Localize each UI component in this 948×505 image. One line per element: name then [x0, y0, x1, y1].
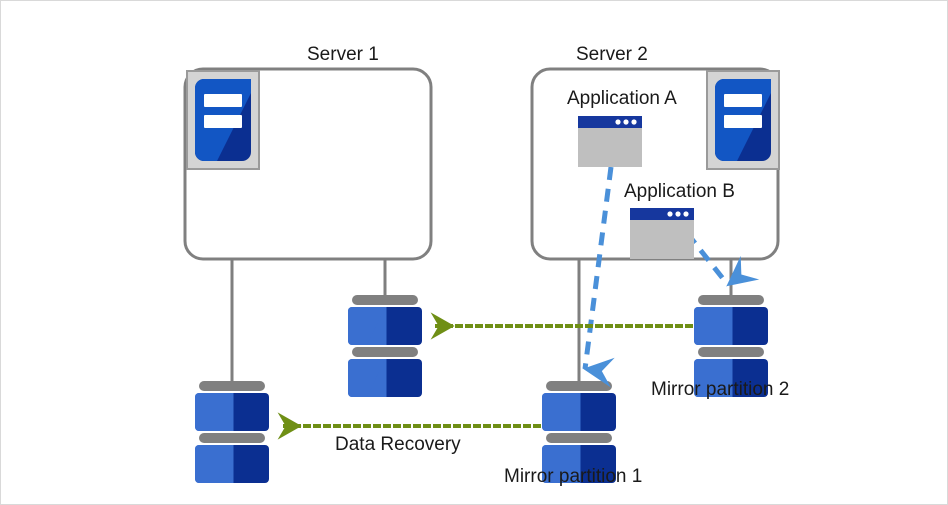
data-recovery-label: Data Recovery	[335, 434, 461, 455]
application-a-label: Application A	[567, 88, 677, 109]
disk-server1-upper	[348, 295, 422, 397]
mirror-partition-1-label: Mirror partition 1	[504, 466, 643, 487]
server1-connectors	[230, 259, 387, 383]
server1-label: Server 1	[307, 44, 379, 65]
server-icon-server2	[706, 70, 780, 170]
application-b-label: Application B	[624, 181, 735, 202]
app-window-icon-a	[578, 116, 642, 167]
app-window-icon-b	[630, 208, 694, 259]
mirror-partition-2-label: Mirror partition 2	[651, 379, 790, 400]
server-icon-server1	[186, 70, 260, 170]
server2-label: Server 2	[576, 44, 648, 65]
write-arrow-app-a-to-mirror1	[582, 166, 615, 388]
disk-mirror-2	[694, 295, 768, 397]
disk-server1-lower	[195, 381, 269, 483]
